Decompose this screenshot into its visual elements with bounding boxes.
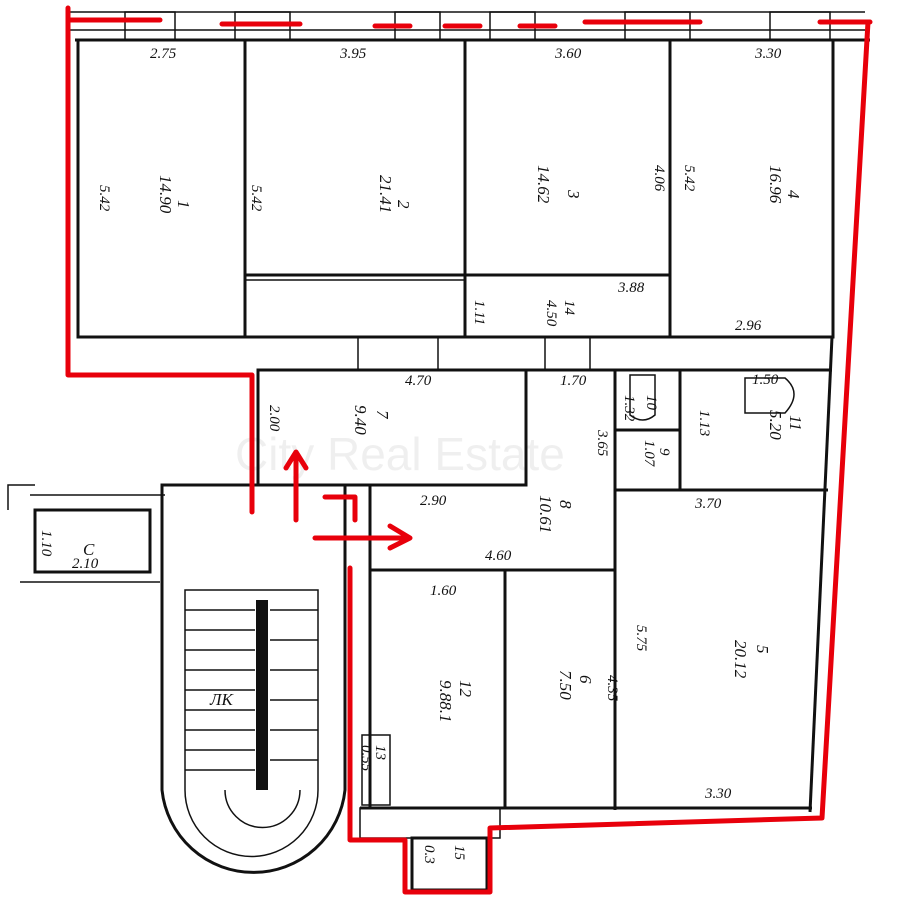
- room-dim-bottom: 3.30: [704, 786, 732, 802]
- room-dim: 5.42: [96, 185, 112, 212]
- room-area: 0.55: [358, 745, 374, 772]
- room-number: 13: [372, 745, 388, 760]
- room-dim-bottom: 2.90: [420, 493, 447, 509]
- room-area: 5.20: [766, 410, 785, 440]
- room-number: 12: [456, 680, 475, 698]
- room-number: 14: [561, 300, 577, 316]
- room-dim: 3.65: [594, 429, 610, 457]
- room-number: 11: [786, 415, 805, 431]
- room-dim-top: 3.70: [694, 496, 722, 512]
- room-dim-top: 4.70: [405, 373, 432, 389]
- room-9: 1.07 9 1.13: [641, 410, 712, 468]
- highlight-outline: [65, 5, 873, 895]
- room-number: 3: [564, 189, 583, 199]
- route-segment: [322, 494, 358, 523]
- room-area: 10.61: [536, 495, 555, 533]
- room-dim: 5.42: [681, 165, 697, 192]
- room-area: 4.50: [543, 300, 559, 327]
- room-dim-bottom: 4.60: [485, 548, 512, 564]
- watermark: City Real Estate: [235, 428, 565, 480]
- room-number: C: [83, 540, 95, 559]
- room-3: 14.62 3 4.06: [534, 165, 667, 204]
- room-14: 14 4.50 1.11: [471, 300, 577, 327]
- room-7: 9.40 7 2.00 4.70 2.90: [266, 373, 447, 509]
- room-number: 1: [174, 200, 193, 209]
- room-15: 0.3 15: [421, 845, 467, 864]
- room-number: 15: [451, 845, 467, 861]
- room-dim-top: 1.70: [560, 373, 587, 389]
- dim-top-4: 3.30: [754, 46, 782, 62]
- dimension-labels: 2.75 3.95 3.60 3.30: [150, 46, 782, 62]
- room-area: 0.3: [421, 845, 437, 864]
- room-10: 1.32 10: [621, 395, 659, 422]
- room-c: C 2.10 1.10: [38, 530, 99, 572]
- room-12: 9.88.1 12 1.60: [430, 583, 475, 723]
- room-number: 6: [576, 675, 595, 684]
- room-area: 16.96: [766, 165, 785, 204]
- room-dim: 5.75: [633, 625, 649, 652]
- room-dim: 1.11: [471, 300, 487, 325]
- room-area: 9.88.1: [436, 680, 455, 723]
- room-5: 20.12 5 5.75 3.70 3.30: [633, 496, 772, 802]
- room-1: 14.90 1 5.42: [96, 175, 193, 214]
- room-dim: 2.00: [266, 405, 282, 432]
- room-dim-top: 1.60: [430, 583, 457, 599]
- room-area: 7.50: [556, 670, 575, 700]
- room-4-bottom-dim: 2.96: [735, 318, 762, 334]
- dim-top-3: 3.60: [554, 46, 582, 62]
- room-dim: 1.13: [696, 410, 712, 436]
- room-number: 4: [784, 190, 803, 199]
- room-area: 9.40: [351, 405, 370, 435]
- room-dim: 4.35: [604, 675, 620, 702]
- room-area: 14.62: [534, 165, 553, 204]
- stairs-label: ЛК: [209, 690, 235, 709]
- stairs-blank-area: [200, 515, 340, 580]
- room-dim: 5.42: [248, 185, 264, 212]
- room-14-dim: 3.88: [617, 280, 645, 296]
- room-dim: 4.06: [651, 165, 667, 192]
- room-area: 21.41: [376, 175, 395, 213]
- room-8: 10.61 8 1.70 3.65 4.60: [485, 373, 610, 564]
- room-number: 10: [643, 395, 659, 411]
- dim-top-1: 2.75: [150, 46, 177, 62]
- room-dim: 1.32: [621, 395, 637, 422]
- dim-top-2: 3.95: [339, 46, 367, 62]
- route-arrows: [283, 449, 413, 551]
- room-11: 5.20 11 1.50: [752, 372, 805, 440]
- room-number: 2: [394, 200, 413, 209]
- room-13: 13 0.55: [358, 745, 388, 772]
- room-number: 5: [753, 645, 772, 654]
- arrow-right-icon: [312, 523, 413, 551]
- room-area: 1.07: [641, 440, 657, 468]
- room-dim: 1.10: [38, 530, 54, 557]
- arrow-up-icon: [283, 449, 309, 523]
- room-area: 14.90: [156, 175, 175, 214]
- room-number: 9: [656, 448, 672, 456]
- room-number: 8: [556, 500, 575, 509]
- room-dim: 1.50: [752, 372, 779, 388]
- walls: [7, 38, 835, 892]
- room-6: 7.50 6 4.35: [556, 670, 620, 702]
- room-number: 7: [373, 410, 392, 420]
- room-area: 20.12: [731, 640, 750, 679]
- room-4: 16.96 4 5.42: [681, 165, 803, 204]
- room-area: 2.10: [72, 556, 99, 572]
- room-2: 21.41 2 5.42: [248, 175, 413, 213]
